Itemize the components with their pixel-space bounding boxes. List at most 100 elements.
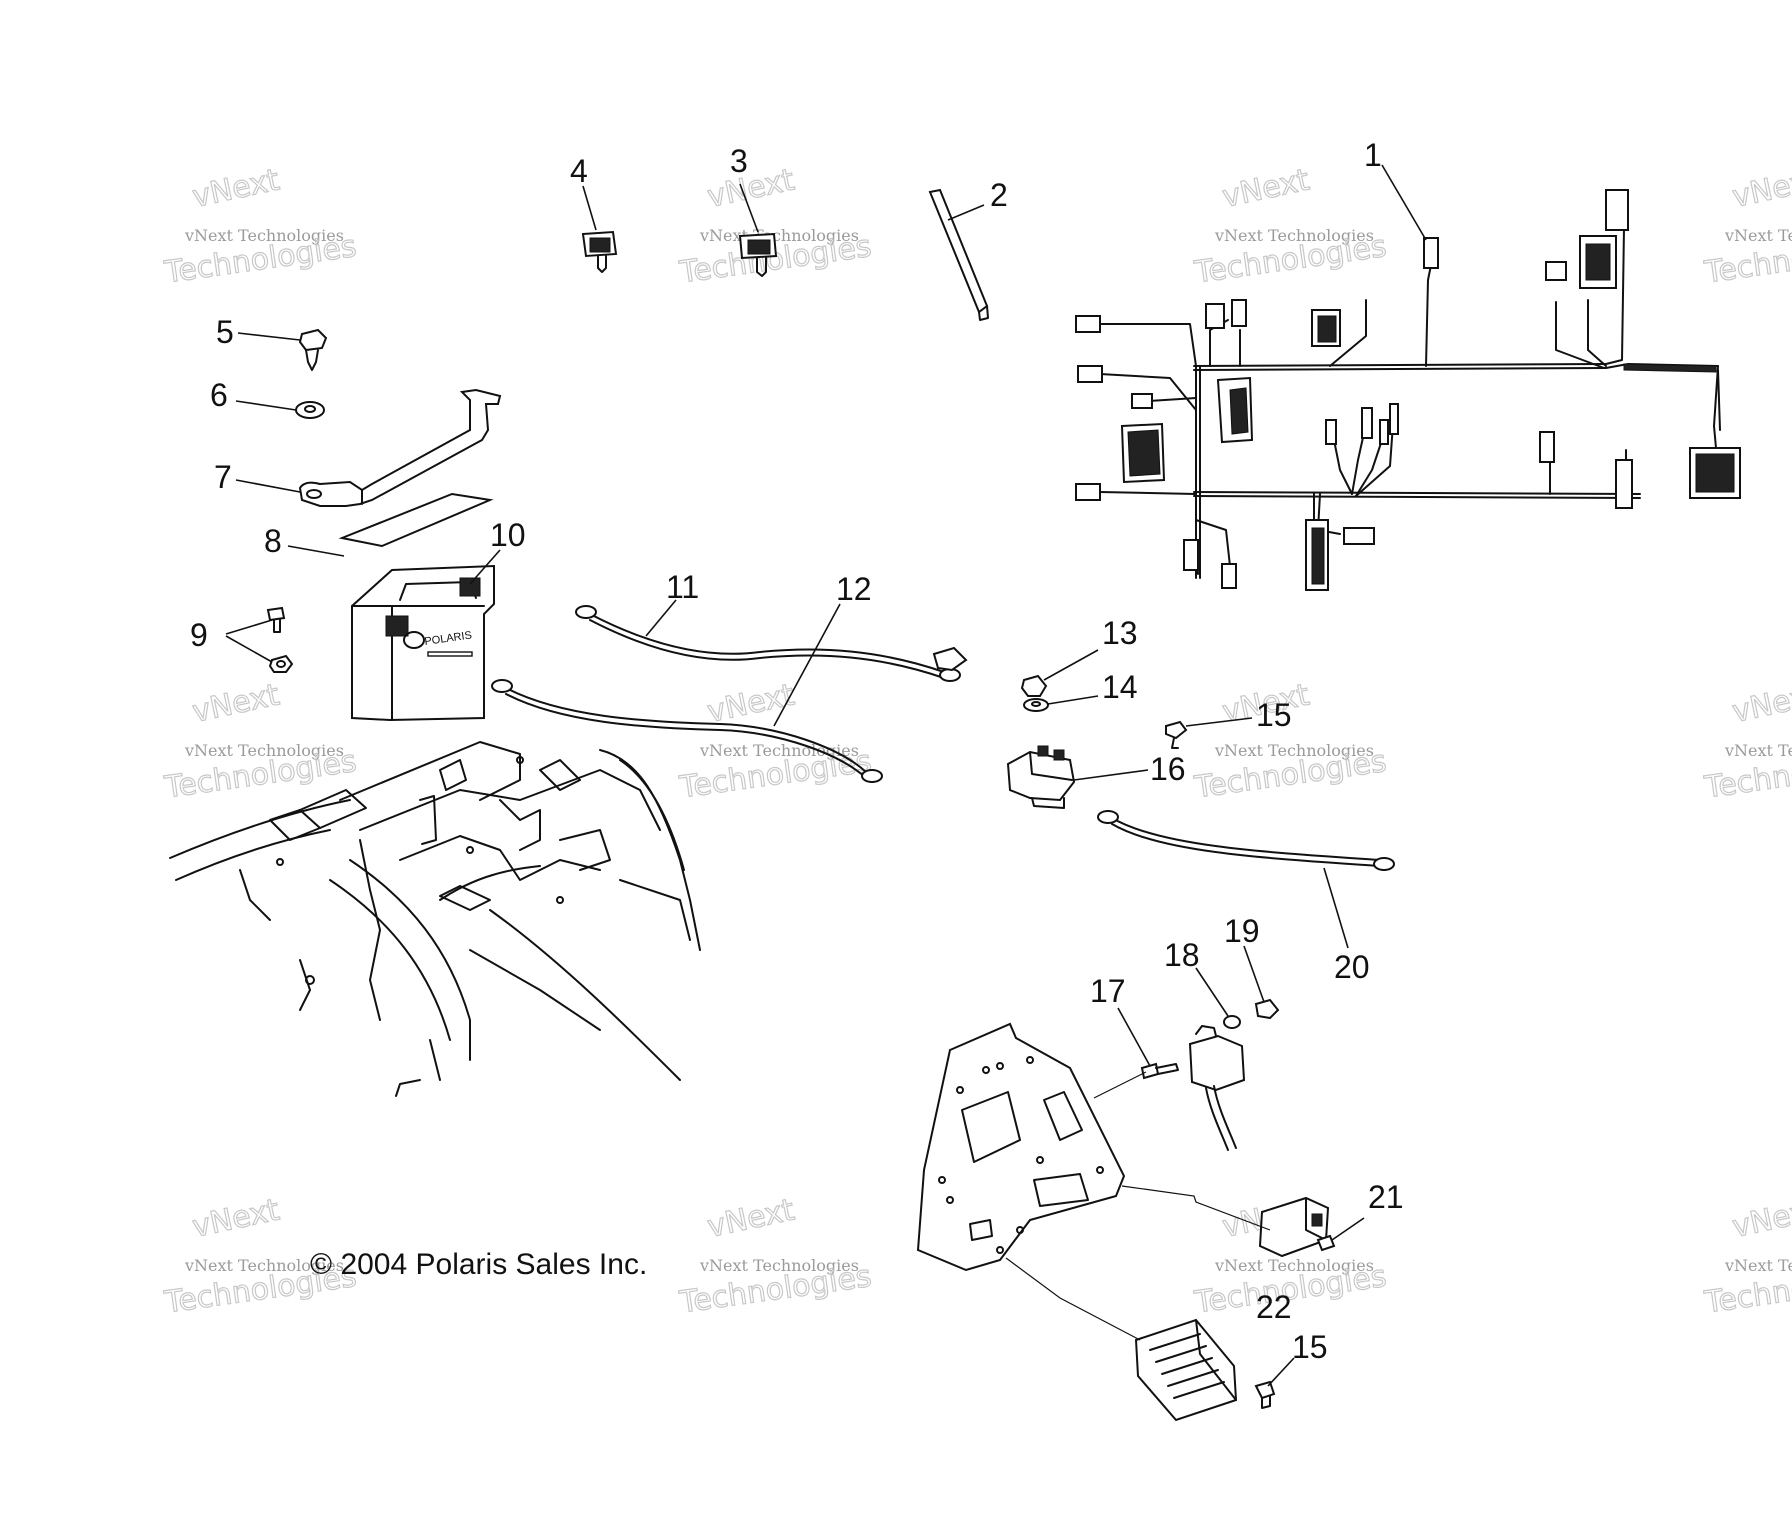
callout-22: 22: [1256, 1289, 1292, 1325]
callout-9: 9: [190, 617, 208, 653]
part-15-screw-lower: [1254, 1380, 1276, 1409]
watermark: vNext vNext Technologies Technologies: [161, 162, 359, 291]
part-20-cable: [1097, 810, 1395, 871]
watermark: vNext vNext Technologies Technologies: [161, 677, 359, 806]
watermark: vNext vNext Technologies Technologies: [1701, 1192, 1792, 1321]
leader-4: [582, 185, 597, 231]
callout-6: 6: [210, 377, 228, 413]
svg-text:vNext: vNext: [704, 162, 797, 215]
svg-text:vNext: vNext: [1729, 162, 1792, 215]
part-16-solenoid: [1006, 745, 1076, 809]
svg-text:vNext: vNext: [704, 1192, 797, 1245]
leader-14: [1047, 695, 1099, 705]
leader-2: [947, 204, 985, 221]
svg-text:vNext: vNext: [1219, 162, 1312, 215]
leader-12: [773, 603, 841, 727]
callout-11: 11: [666, 569, 699, 605]
callout-20: 20: [1334, 949, 1370, 985]
part-18-washer: [1223, 1015, 1241, 1029]
callout-14: 14: [1102, 669, 1138, 705]
svg-text:vNext Technologies: vNext Technologies: [699, 741, 859, 760]
watermark: vNext vNext Technologies Technologies: [676, 162, 874, 291]
part-12-cable: [491, 679, 883, 783]
svg-text:vNext Technologies: vNext Technologies: [184, 741, 344, 760]
svg-text:vNext: vNext: [189, 677, 282, 730]
part-8-pad: [338, 492, 494, 548]
watermark: vNext vNext Technologies Technologies: [676, 1192, 874, 1321]
part-4-clip: [581, 230, 618, 273]
callout-15b: 15: [1292, 1329, 1328, 1365]
svg-text:vNext: vNext: [1729, 677, 1792, 730]
copyright-notice: © 2004 Polaris Sales Inc.: [310, 1248, 647, 1281]
callout-3: 3: [730, 143, 748, 179]
leader-9b: [225, 635, 273, 663]
leader-1: [1381, 164, 1427, 241]
part-22-regulator: [1134, 1318, 1238, 1422]
svg-text:vNext Technologies: vNext Technologies: [699, 226, 859, 245]
callout-10: 10: [490, 517, 526, 553]
part-3-clip: [738, 232, 778, 277]
svg-text:vNext Technologies: vNext Technologies: [1724, 1256, 1792, 1275]
callout-16: 16: [1150, 751, 1186, 787]
svg-text:vNext: vNext: [1729, 1192, 1792, 1245]
part-2-cable-tie: [928, 188, 989, 321]
watermark: vNext vNext Technologies Technologies: [1191, 162, 1389, 291]
leader-11: [645, 599, 677, 637]
watermark: vNext vNext Technologies Technologies: [1701, 677, 1792, 806]
callout-8: 8: [264, 523, 282, 559]
part-6-washer: [295, 401, 325, 419]
callout-18: 18: [1164, 937, 1200, 973]
svg-text:vNext Technologies: vNext Technologies: [184, 1256, 344, 1275]
svg-text:vNext: vNext: [189, 162, 282, 215]
part-19-nut: [1254, 998, 1280, 1020]
callout-1: 1: [1364, 137, 1382, 173]
callout-5: 5: [216, 314, 234, 350]
watermark: vNext vNext Technologies Technologies: [1701, 162, 1792, 291]
leader-5: [237, 332, 301, 341]
leader-19: [1243, 945, 1265, 1003]
callout-17: 17: [1090, 973, 1126, 1009]
leader-17: [1117, 1007, 1151, 1067]
svg-text:vNext Technologies: vNext Technologies: [1214, 1256, 1374, 1275]
part-21-screw: [1316, 1234, 1336, 1252]
part-15-screw: [1165, 720, 1188, 749]
svg-text:vNext Technologies: vNext Technologies: [699, 1256, 859, 1275]
svg-text:vNext Technologies: vNext Technologies: [1724, 741, 1792, 760]
part-11-cable: [575, 605, 968, 682]
part-9-nut: [268, 654, 294, 673]
leader-3: [739, 183, 759, 233]
ignition-coil: [1188, 1025, 1246, 1151]
leader-9a: [225, 619, 273, 635]
leader-6: [235, 400, 297, 411]
part-9-screw: [266, 606, 286, 633]
leader-lines: [225, 164, 1427, 1387]
callout-19: 19: [1224, 913, 1260, 949]
part-17-bolt: [1140, 1062, 1179, 1080]
leader-15b: [1267, 1357, 1295, 1387]
callout-4: 4: [570, 153, 588, 189]
leader-7: [235, 479, 301, 493]
vehicle-frame: [169, 741, 701, 1097]
leader-20: [1323, 867, 1349, 949]
svg-text:vNext Technologies: vNext Technologies: [184, 226, 344, 245]
svg-text:vNext Technologies: vNext Technologies: [1214, 741, 1374, 760]
leader-10: [469, 549, 501, 585]
leader-8: [287, 545, 345, 557]
callout-2: 2: [990, 177, 1008, 213]
svg-text:vNext Technologies: vNext Technologies: [1724, 226, 1792, 245]
leader-21: [1331, 1217, 1365, 1241]
part-1-wiring-harness: [1075, 189, 1741, 591]
watermark: vNext vNext Technologies Technologies: [676, 677, 874, 806]
leader-18: [1195, 967, 1229, 1017]
mounting-guides: [1005, 1071, 1271, 1341]
part-14-washer: [1023, 698, 1049, 712]
leader-16: [1073, 769, 1149, 781]
svg-text:vNext: vNext: [189, 1192, 282, 1245]
part-10-battery: POLARIS: [351, 564, 495, 722]
svg-text:vNext: vNext: [704, 677, 797, 730]
mount-plate: [916, 1022, 1126, 1272]
callouts: 1 2 3 4 5 6 7 8 9 10 11 12 13 14 15 16 1…: [190, 137, 1404, 1365]
callout-12: 12: [836, 571, 872, 607]
part-5-bolt: [298, 328, 328, 371]
